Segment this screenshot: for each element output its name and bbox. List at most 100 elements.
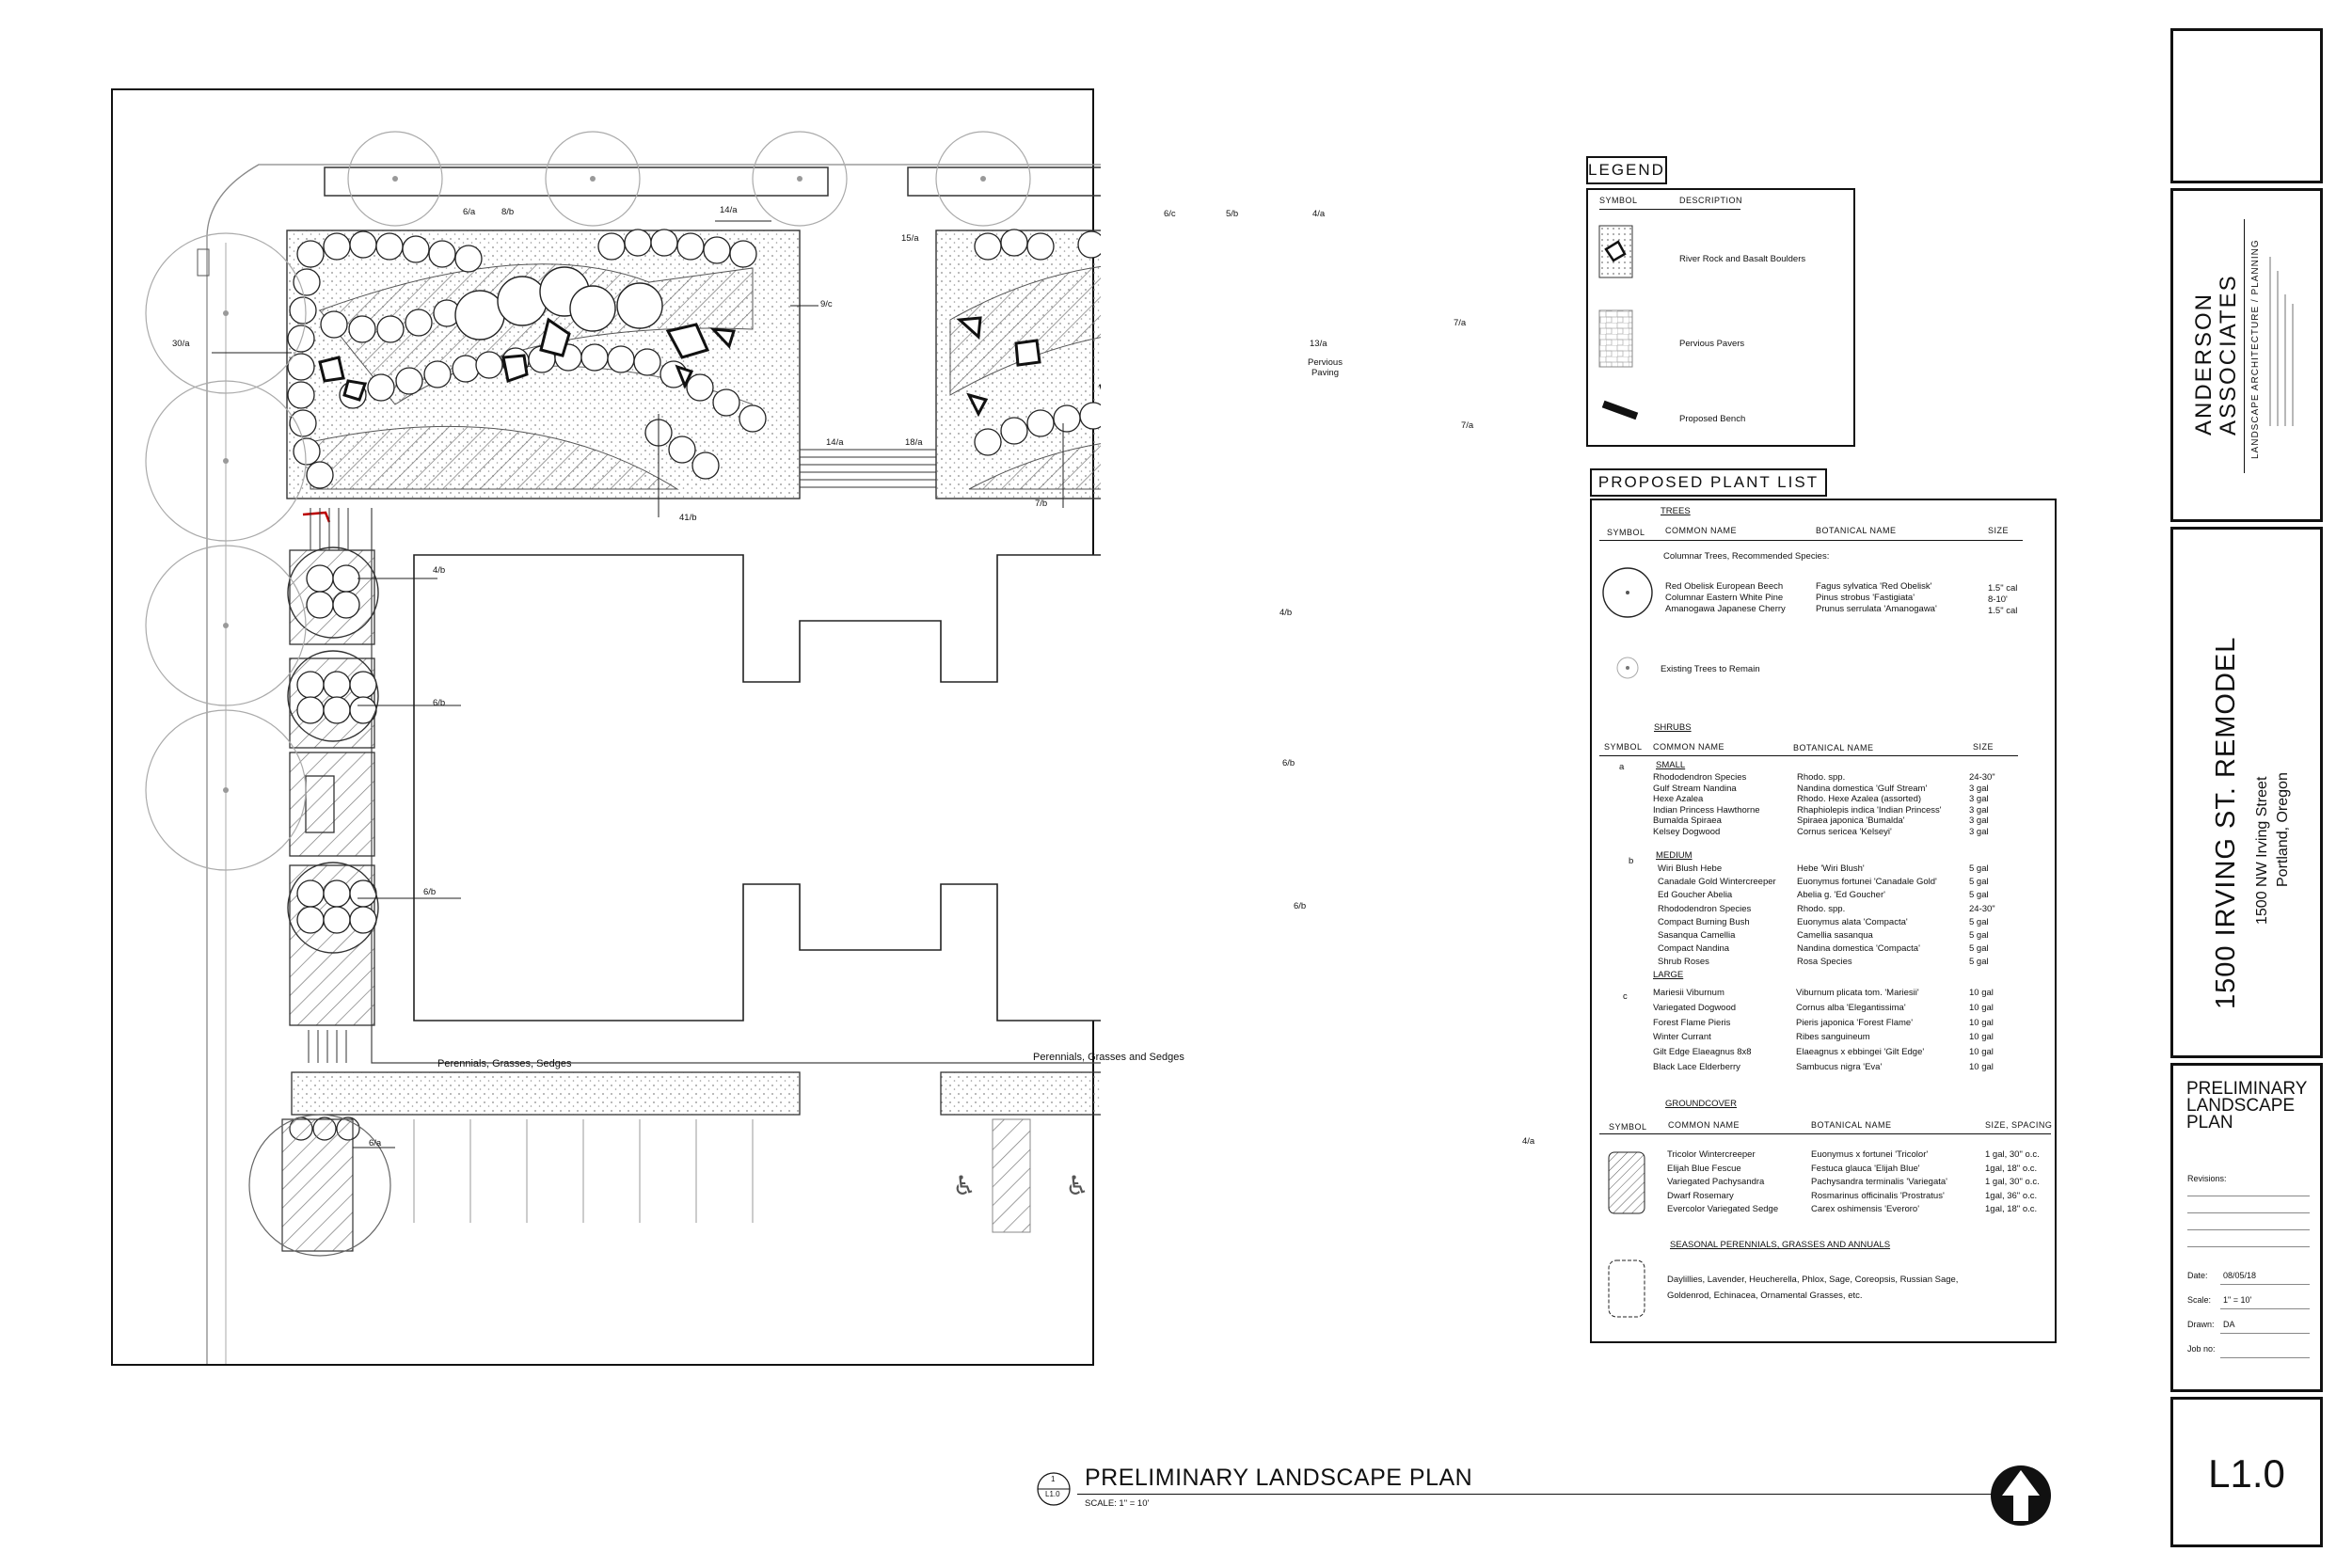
firm-name: ANDERSON ASSOCIATES	[2191, 274, 2241, 436]
plan-label: 8/b	[501, 207, 515, 217]
plant-botanical: Festuca glauca 'Elijah Blue'	[1811, 1163, 1920, 1174]
perennials-left-label: Perennials, Grasses, Sedges	[437, 1058, 572, 1069]
plant-common: Dwarf Rosemary	[1667, 1190, 1734, 1201]
date-value: 08/05/18	[2223, 1271, 2257, 1280]
plan-label: 15/a	[901, 233, 919, 244]
seasonal-line2: Goldenrod, Echinacea, Ornamental Grasses…	[1667, 1291, 1863, 1301]
plant-common: Shrub Roses	[1658, 957, 1709, 968]
plan-label: 4/a	[1312, 209, 1326, 219]
plant-botanical: Ribes sanguineum	[1796, 1032, 1870, 1043]
trees-subheading: Columnar Trees, Recommended Species:	[1663, 551, 1830, 562]
col-common: COMMON NAME	[1668, 1120, 1740, 1130]
plant-common: Tricolor Wintercreeper	[1667, 1149, 1756, 1160]
drawn-label: Drawn:	[2187, 1320, 2215, 1329]
plant-botanical: Cornus alba 'Elegantissima'	[1796, 1002, 1906, 1013]
legend-item-boulders: River Rock and Basalt Boulders	[1679, 254, 1806, 264]
plan-label: 13/a	[1310, 339, 1327, 349]
plan-label: 6/a	[463, 207, 476, 217]
plant-common: Compact Burning Bush	[1658, 916, 1750, 927]
plant-botanical: Viburnum plicata tom. 'Mariesii'	[1796, 988, 1919, 998]
plant-common: Mariesii Viburnum	[1653, 988, 1724, 998]
plan-label: 9/c	[820, 299, 833, 309]
plant-common: Winter Currant	[1653, 1032, 1711, 1043]
tree-size: 1.5" cal	[1988, 583, 2018, 594]
tree-botanical: Fagus sylvatica 'Red Obelisk'	[1816, 581, 1932, 592]
plant-common: Sasanqua Camellia	[1658, 930, 1736, 941]
col-symbol: SYMBOL	[1607, 528, 1645, 537]
project-title: 1500 IRVING ST. REMODEL	[2211, 636, 2241, 1009]
plant-size: 5 gal	[1969, 943, 1989, 955]
plant-size: 3 gal	[1969, 826, 1989, 837]
title-block-number: L1.0	[2170, 1397, 2323, 1547]
legend-col-description: DESCRIPTION	[1679, 196, 1743, 205]
groundcover-symbols	[1608, 1151, 1645, 1318]
plan-label: 6/c	[1164, 209, 1176, 219]
plant-size: 10 gal	[1969, 988, 1994, 998]
pervious-line2: Paving	[1311, 368, 1340, 378]
plant-botanical: Cornus sericea 'Kelseyi'	[1797, 826, 1892, 837]
drawn-line	[2220, 1333, 2310, 1334]
plant-botanical: Rosa Species	[1797, 957, 1852, 968]
plant-size: 24-30"	[1969, 772, 1995, 783]
plant-common: Canadale Gold Wintercreeper	[1658, 877, 1776, 888]
plant-botanical: Camellia sasanqua	[1797, 930, 1873, 941]
firm-line2: ASSOCIATES	[2216, 274, 2241, 436]
top-strip-left	[324, 166, 829, 197]
plant-common: Gilt Edge Elaeagnus 8x8	[1653, 1047, 1752, 1058]
plant-size: 5 gal	[1969, 863, 1989, 874]
plant-botanical: Rosmarinus officinalis 'Prostratus'	[1811, 1190, 1945, 1201]
shrub-medium-label: MEDIUM	[1656, 850, 1692, 861]
plant-common: Rhododendron Species	[1658, 903, 1752, 914]
legend-col-symbol: SYMBOL	[1599, 196, 1638, 205]
plan-label: 6/b	[433, 698, 446, 708]
rev-line	[2187, 1229, 2310, 1230]
plan-label: 5/b	[1226, 209, 1239, 219]
legend-divider	[1599, 209, 1740, 210]
plant-size: 3 gal	[1969, 794, 1989, 804]
plant-size: 3 gal	[1969, 816, 1989, 826]
sheet-title: PRELIMINARY LANDSCAPE PLAN	[2186, 1079, 2308, 1132]
sheet-title-l1: PRELIMINARY	[2186, 1079, 2308, 1099]
plant-common: Bumalda Spiraea	[1653, 816, 1722, 826]
title-block-project: 1500 IRVING ST. REMODEL 1500 NW Irving S…	[2170, 527, 2323, 1058]
plant-botanical: Pieris japonica 'Forest Flame'	[1796, 1017, 1914, 1028]
col-size: SIZE	[1973, 742, 1994, 752]
plant-size: 5 gal	[1969, 890, 1989, 901]
job-label: Job no:	[2187, 1344, 2216, 1354]
plant-common: Rhododendron Species	[1653, 772, 1747, 783]
firm-address-lines	[2269, 257, 2294, 426]
top-strip-right	[907, 166, 1101, 197]
shrub-code: c	[1623, 991, 1628, 1002]
plant-botanical: Rhodo. spp.	[1797, 772, 1846, 783]
plant-botanical: Euonymus alata 'Compacta'	[1797, 916, 1908, 927]
col-botanical: BOTANICAL NAME	[1793, 743, 1874, 752]
plant-size: 1 gal, 30" o.c.	[1985, 1177, 2040, 1187]
plan-label: 7/a	[1454, 318, 1467, 328]
plant-size: 5 gal	[1969, 930, 1989, 941]
seasonal-heading: SEASONAL PERENNIALS, GRASSES AND ANNUALS	[1670, 1240, 1891, 1250]
plant-common: Kelsey Dogwood	[1653, 826, 1721, 837]
pervious-line1: Pervious	[1308, 357, 1343, 368]
legend-symbols	[1598, 225, 1639, 420]
svg-text:♿: ♿	[952, 1170, 976, 1201]
revisions-label: Revisions:	[2187, 1174, 2227, 1183]
firm-divider	[2244, 219, 2245, 473]
date-line	[2220, 1284, 2310, 1285]
groundcover-divider	[1599, 1133, 2051, 1134]
seasonal-line1: Daylillies, Lavender, Heucherella, Phlox…	[1667, 1275, 1959, 1285]
plant-botanical: Sambucus nigra 'Eva'	[1796, 1062, 1883, 1072]
shrub-large-label: LARGE	[1653, 970, 1684, 980]
tree-common: Red Obelisk European Beech	[1665, 581, 1784, 592]
col-symbol: SYMBOL	[1604, 742, 1643, 752]
shrub-code: b	[1629, 856, 1634, 866]
street-edge	[206, 164, 1101, 1364]
col-common: COMMON NAME	[1665, 526, 1737, 535]
plant-botanical: Rhaphiolepis indica 'Indian Princess'	[1797, 804, 1942, 816]
tree-common: Amanogawa Japanese Cherry	[1665, 604, 1786, 614]
plant-common: Gulf Stream Nandina	[1653, 783, 1737, 794]
plant-size: 5 gal	[1969, 877, 1989, 888]
legend-title: LEGEND	[1586, 156, 1667, 184]
plant-common: Elijah Blue Fescue	[1667, 1163, 1741, 1174]
plant-botanical: Hebe 'Wiri Blush'	[1797, 863, 1865, 874]
plan-label: 14/a	[720, 205, 738, 215]
